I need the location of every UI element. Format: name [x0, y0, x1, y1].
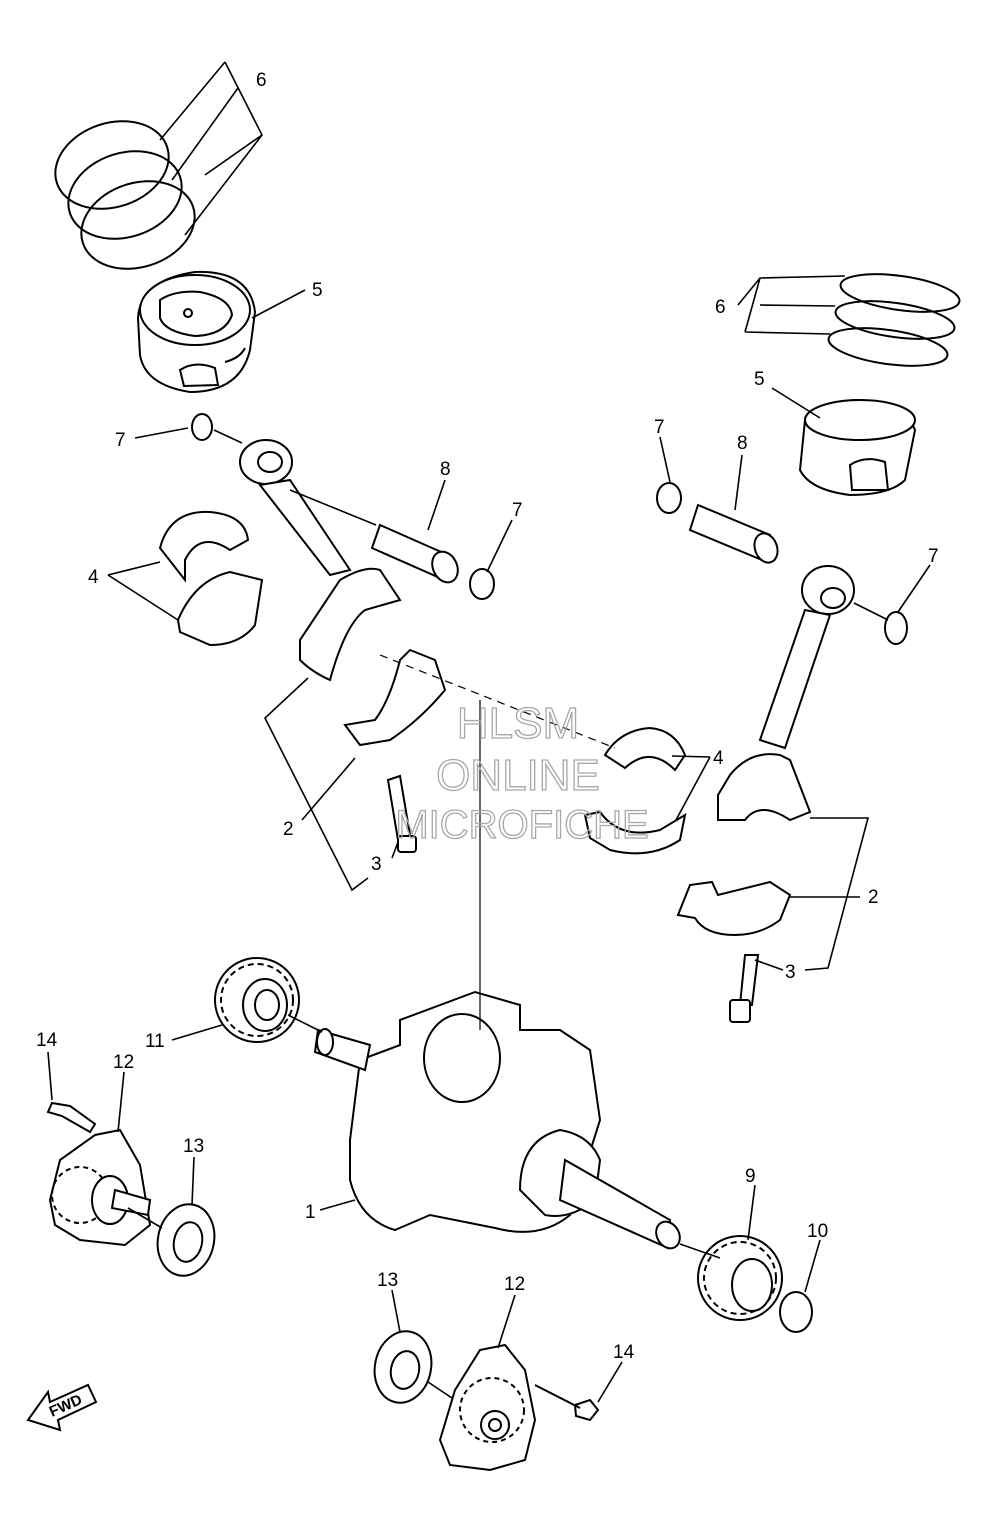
crankshaft: [313, 990, 681, 1250]
callout-4-right: 4: [713, 748, 724, 769]
circlip-gear: [779, 1291, 813, 1333]
callout-12-left: 12: [113, 1052, 134, 1073]
callout-4-left: 4: [88, 567, 99, 588]
piston-pin-right: [688, 503, 779, 564]
callout-3-right: 3: [785, 962, 796, 983]
piston-pin-left: [370, 523, 459, 584]
bolt-left: [46, 1101, 97, 1134]
callout-2-left: 2: [283, 819, 294, 840]
piston-left: [136, 270, 257, 394]
rod-cap-left: [343, 648, 447, 747]
piston-rings-right: [827, 273, 961, 367]
callout-5-right: 5: [754, 369, 765, 390]
balancer-left: [48, 1128, 152, 1247]
callout-9: 9: [745, 1166, 756, 1187]
watermark: HLSM ONLINE MICROFICHE: [395, 698, 650, 847]
callout-8-left: 8: [440, 459, 451, 480]
callout-8-right: 8: [737, 433, 748, 454]
watermark-line-1: HLSM: [457, 699, 579, 748]
callout-10: 10: [807, 1221, 828, 1242]
callout-14-left: 14: [36, 1030, 58, 1051]
bearing-halves-right: [583, 726, 687, 855]
balancer-bottom: [438, 1343, 537, 1472]
bearing-halves-left: [158, 510, 264, 647]
watermark-line-2: ONLINE: [436, 751, 600, 800]
connecting-rod-right: [717, 565, 855, 822]
gear-left: [214, 957, 300, 1043]
callout-7-right-b: 7: [928, 546, 939, 567]
callout-14-bottom: 14: [613, 1342, 635, 1363]
piston-rings-left: [54, 120, 196, 270]
callout-5-left: 5: [312, 280, 323, 301]
gear-right: [697, 1235, 783, 1321]
forward-arrow: FWD: [26, 1383, 98, 1432]
circlip-right-b: [884, 611, 908, 645]
watermark-line-3: MICROFICHE: [395, 803, 648, 847]
callout-6-left: 6: [256, 70, 267, 91]
callout-13-bottom: 13: [377, 1270, 398, 1291]
callout-labels: 6 5 7 8 7 4 2 3 6 5 7 8 7 4 2 3 11 14 12…: [36, 70, 939, 1363]
rod-bolt-right: [729, 954, 760, 1023]
ball-bearing-left: [156, 1203, 216, 1277]
bolt-bottom: [534, 1384, 600, 1422]
ball-bearing-bottom: [373, 1330, 433, 1404]
callout-2-right: 2: [868, 887, 879, 908]
piston-right: [798, 398, 917, 497]
callout-7-left-b: 7: [512, 500, 523, 521]
circlip-left-b: [469, 568, 495, 600]
rod-cap-right: [676, 880, 792, 937]
connecting-rod-left: [239, 439, 402, 682]
callout-11: 11: [145, 1031, 165, 1052]
callout-6-right: 6: [715, 297, 726, 318]
callout-7-left-a: 7: [115, 430, 126, 451]
circlip-left-a: [191, 413, 213, 441]
circlip-right-a: [656, 482, 682, 514]
callout-12-bottom: 12: [504, 1274, 525, 1295]
callout-1: 1: [305, 1202, 316, 1223]
leader-lines: [47, 61, 931, 1403]
rod-bolt-left: [386, 774, 417, 853]
callout-3-left: 3: [371, 854, 382, 875]
callout-7-right-a: 7: [654, 417, 665, 438]
callout-13-left: 13: [183, 1136, 204, 1157]
